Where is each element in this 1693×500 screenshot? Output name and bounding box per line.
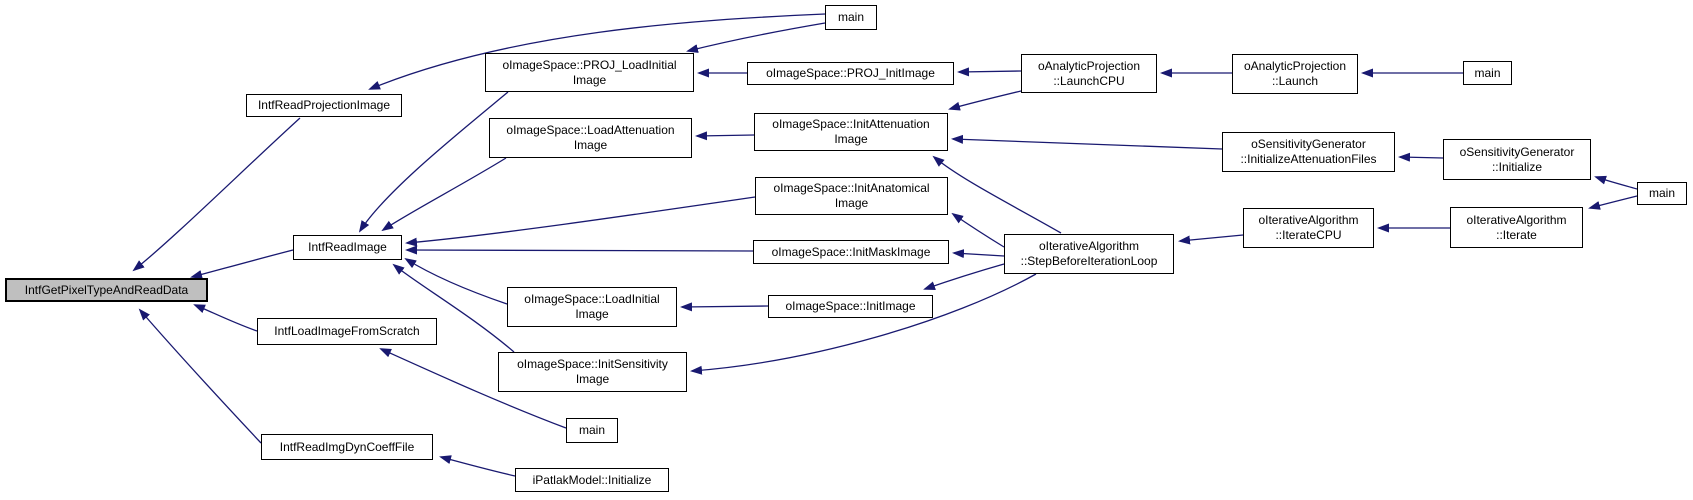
graph-node-Launch[interactable]: oAnalyticProjection ::Launch bbox=[1232, 54, 1358, 94]
graph-edge-InitMaskImage-to-IntfReadImage bbox=[405, 245, 754, 255]
graph-edge-IntfLoadImageFromScratch-to-IntfGetPixelTypeAndReadData bbox=[193, 304, 258, 332]
graph-node-IntfLoadImageFromScratch[interactable]: IntfLoadImageFromScratch bbox=[257, 318, 437, 345]
graph-edge-LoadAttenuationImage-to-IntfReadImage bbox=[381, 157, 507, 232]
graph-node-IterateCPU[interactable]: oIterativeAlgorithm ::IterateCPU bbox=[1243, 208, 1374, 248]
graph-node-IntfGetPixelTypeAndReadData[interactable]: IntfGetPixelTypeAndReadData bbox=[5, 278, 208, 302]
graph-node-main_top[interactable]: main bbox=[825, 5, 877, 30]
graph-edge-IntfReadProjectionImage-to-IntfGetPixelTypeAndReadData bbox=[132, 117, 301, 272]
graph-node-PROJ_LoadInitialImage[interactable]: oImageSpace::PROJ_LoadInitial Image bbox=[485, 53, 694, 92]
graph-edge-InitializeAttenuationFiles-to-InitAttenuationImage bbox=[951, 134, 1223, 150]
graph-node-InitializeAttenuationFiles[interactable]: oSensitivityGenerator ::InitializeAttenu… bbox=[1222, 132, 1395, 172]
graph-node-IntfReadImgDynCoeffFile[interactable]: IntfReadImgDynCoeffFile bbox=[261, 434, 433, 460]
graph-edge-Initialize-to-InitializeAttenuationFiles bbox=[1398, 152, 1444, 162]
graph-edge-IntfReadImage-to-IntfGetPixelTypeAndReadData bbox=[190, 249, 294, 279]
graph-node-LoadInitialImage[interactable]: oImageSpace::LoadInitial Image bbox=[507, 287, 677, 327]
graph-edge-main_top-to-PROJ_LoadInitialImage bbox=[686, 22, 826, 53]
graph-edge-InitImage-to-LoadInitialImage bbox=[680, 302, 769, 312]
graph-edge-IterateCPU-to-StepBeforeIterationLoop bbox=[1178, 234, 1244, 245]
graph-node-IntfReadImage[interactable]: IntfReadImage bbox=[293, 235, 402, 260]
graph-node-Initialize[interactable]: oSensitivityGenerator ::Initialize bbox=[1443, 139, 1591, 180]
graph-node-main_right[interactable]: main bbox=[1637, 182, 1687, 205]
graph-edge-LoadInitialImage-to-IntfReadImage bbox=[404, 257, 508, 305]
graph-node-LoadAttenuationImage[interactable]: oImageSpace::LoadAttenuation Image bbox=[489, 118, 692, 158]
graph-node-InitImage[interactable]: oImageSpace::InitImage bbox=[768, 295, 933, 318]
graph-edge-LaunchCPU-to-PROJ_InitImage bbox=[957, 67, 1022, 77]
graph-edge-main_right-to-Initialize bbox=[1594, 175, 1638, 190]
graph-node-iPatlakModel_Initialize[interactable]: iPatlakModel::Initialize bbox=[515, 468, 669, 492]
graph-edge-iPatlakModel_Initialize-to-IntfReadImgDynCoeffFile bbox=[439, 455, 516, 477]
graph-node-main_mid[interactable]: main bbox=[566, 418, 618, 443]
graph-node-IntfReadProjectionImage[interactable]: IntfReadProjectionImage bbox=[246, 94, 402, 117]
graph-edge-InitAnatomicalImage-to-IntfReadImage bbox=[405, 196, 756, 247]
graph-edge-StepBeforeIterationLoop-to-InitAnatomicalImage bbox=[951, 212, 1005, 248]
graph-node-InitAnatomicalImage[interactable]: oImageSpace::InitAnatomical Image bbox=[755, 177, 948, 215]
graph-node-InitSensitivityImage[interactable]: oImageSpace::InitSensitivity Image bbox=[498, 352, 687, 392]
graph-node-LaunchCPU[interactable]: oAnalyticProjection ::LaunchCPU bbox=[1021, 54, 1157, 93]
graph-edge-IntfReadImgDynCoeffFile-to-IntfGetPixelTypeAndReadData bbox=[138, 308, 262, 444]
graph-edge-InitAttenuationImage-to-LoadAttenuationImage bbox=[695, 131, 755, 141]
graph-edge-StepBeforeIterationLoop-to-InitMaskImage bbox=[952, 249, 1005, 259]
graph-edge-StepBeforeIterationLoop-to-InitImage bbox=[923, 263, 1005, 290]
graph-node-main_topright[interactable]: main bbox=[1463, 61, 1512, 85]
graph-node-PROJ_InitImage[interactable]: oImageSpace::PROJ_InitImage bbox=[747, 62, 954, 85]
graph-edge-StepBeforeIterationLoop-to-InitSensitivityImage bbox=[690, 273, 1037, 375]
graph-node-InitAttenuationImage[interactable]: oImageSpace::InitAttenuation Image bbox=[754, 113, 948, 151]
graph-edge-main_right-to-Iterate bbox=[1588, 195, 1638, 210]
graph-node-Iterate[interactable]: oIterativeAlgorithm ::Iterate bbox=[1450, 207, 1583, 248]
graph-edge-LaunchCPU-to-InitAttenuationImage bbox=[948, 90, 1022, 111]
graph-edge-StepBeforeIterationLoop-to-InitAttenuationImage bbox=[932, 155, 1062, 234]
graph-node-InitMaskImage[interactable]: oImageSpace::InitMaskImage bbox=[753, 240, 949, 264]
graph-node-StepBeforeIterationLoop[interactable]: oIterativeAlgorithm ::StepBeforeIteratio… bbox=[1004, 234, 1174, 274]
